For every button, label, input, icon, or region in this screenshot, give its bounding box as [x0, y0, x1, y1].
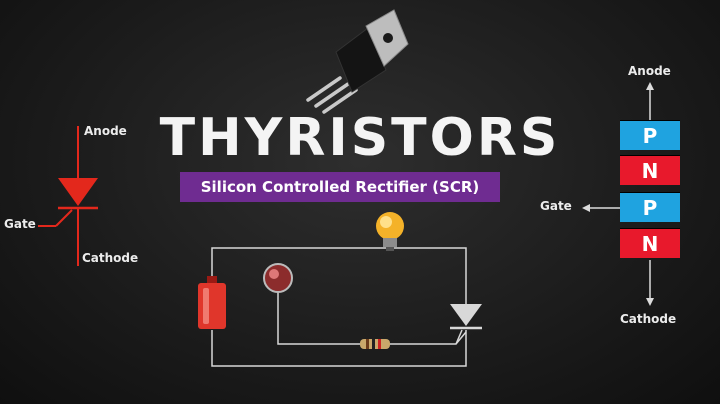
structure-cathode-label: Cathode: [620, 312, 677, 326]
layer-n2: N: [620, 228, 680, 258]
switch-button-icon: [263, 263, 293, 293]
symbol-anode-label: Anode: [84, 124, 127, 138]
symbol-gate-label: Gate: [4, 217, 36, 231]
thyristor-package-icon: [306, 9, 409, 114]
layer-n1: N: [620, 155, 680, 185]
battery-icon: [198, 276, 226, 329]
structure-arrows: [582, 82, 654, 306]
light-bulb-icon: [376, 212, 404, 251]
layer-p1: P: [620, 120, 680, 150]
thyristor-symbol-icon: [38, 126, 98, 266]
layer-p2: P: [620, 192, 680, 222]
circuit-thyristor-icon: [450, 304, 482, 345]
symbol-cathode-label: Cathode: [82, 251, 139, 265]
structure-gate-label: Gate: [540, 199, 572, 213]
structure-anode-label: Anode: [628, 64, 671, 78]
page-title: THYRISTORS: [159, 108, 561, 168]
circuit-diagram: [198, 212, 482, 367]
subtitle-banner: Silicon Controlled Rectifier (SCR): [180, 172, 500, 202]
resistor-icon: [360, 339, 390, 349]
